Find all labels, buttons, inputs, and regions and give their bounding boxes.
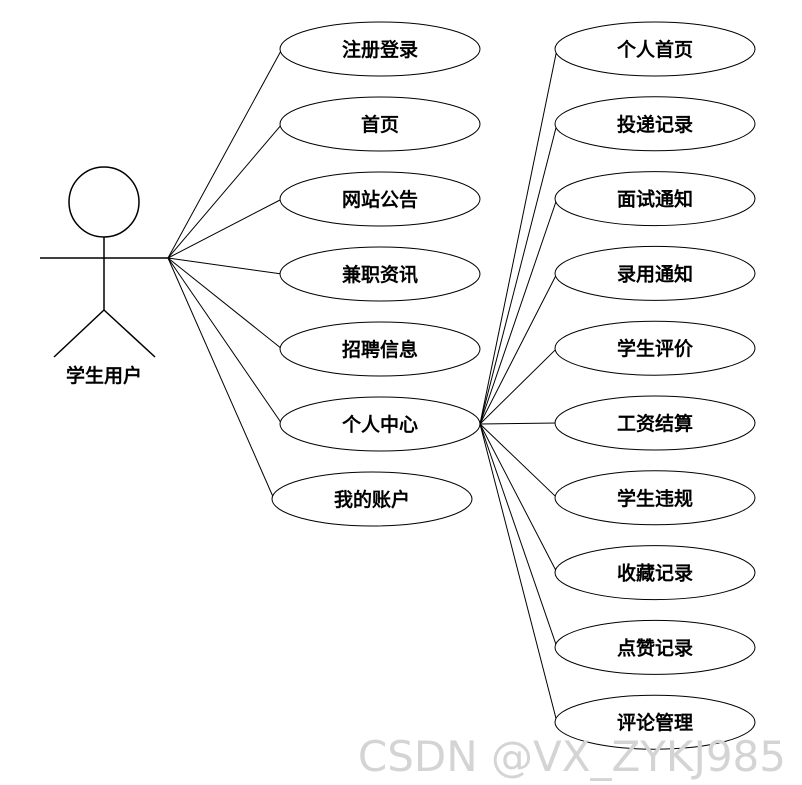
line-center-to-sub-use-case-8 (479, 423, 558, 573)
use-case-1-label: 注册登录 (342, 38, 418, 61)
line-center-to-sub-use-case-1 (479, 48, 558, 425)
use-case-5-ellipse (279, 321, 481, 377)
line-center-to-sub-use-case-10 (479, 423, 558, 723)
sub-use-case-5: 学生评价 (554, 320, 756, 376)
sub-use-case-4-label: 录用通知 (617, 262, 693, 285)
actor-head (68, 166, 140, 238)
line-actor-to-use-case-3 (167, 198, 283, 259)
line-actor-to-use-case-4 (167, 257, 283, 275)
use-case-1-ellipse (279, 21, 481, 77)
use-case-5: 招聘信息 (279, 321, 481, 377)
sub-use-case-7-ellipse (554, 470, 756, 526)
line-center-to-sub-use-case-3 (479, 198, 558, 425)
use-case-4-label: 兼职资讯 (342, 263, 418, 286)
use-case-2: 首页 (279, 96, 481, 152)
association-lines (167, 48, 558, 723)
sub-use-case-2-ellipse (554, 96, 756, 152)
line-center-to-sub-use-case-6 (479, 422, 558, 425)
sub-use-case-7-label: 学生违规 (617, 487, 693, 510)
sub-use-case-10-label: 评论管理 (617, 711, 693, 734)
sub-use-case-6-ellipse (554, 395, 756, 451)
line-center-to-sub-use-case-4 (479, 273, 558, 425)
sub-use-case-4: 录用通知 (554, 245, 756, 301)
sub-use-case-6-label: 工资结算 (617, 412, 693, 435)
sub-use-case-3: 面试通知 (554, 171, 756, 227)
sub-use-case-3-ellipse (554, 171, 756, 227)
use-case-6: 个人中心 (279, 396, 481, 452)
line-actor-to-use-case-7 (167, 257, 275, 500)
line-actor-to-use-case-1 (167, 48, 283, 259)
use-case-3: 网站公告 (279, 171, 481, 227)
sub-use-case-5-ellipse (554, 320, 756, 376)
actor-student-user (40, 166, 168, 358)
sub-use-case-4-ellipse (554, 245, 756, 301)
sub-use-case-8-label: 收藏记录 (617, 562, 693, 585)
use-case-4-ellipse (279, 246, 481, 302)
sub-use-case-9-label: 点赞记录 (617, 637, 693, 659)
sub-use-case-10: 评论管理 (554, 694, 756, 750)
use-case-3-ellipse (279, 171, 481, 227)
sub-use-case-6: 工资结算 (554, 395, 756, 451)
sub-use-case-9: 点赞记录 (554, 619, 756, 675)
use-case-2-label: 首页 (361, 113, 399, 136)
sub-use-case-7: 学生违规 (554, 470, 756, 526)
use-case-4: 兼职资讯 (279, 246, 481, 302)
line-center-to-sub-use-case-7 (479, 423, 558, 499)
use-case-7: 我的账户 (271, 471, 473, 527)
use-case-5-label: 招聘信息 (342, 338, 418, 361)
sub-use-case-8-ellipse (554, 545, 756, 601)
sub-use-case-8: 收藏记录 (554, 545, 756, 601)
line-center-to-sub-use-case-2 (479, 123, 558, 425)
actor-right-leg (103, 309, 156, 358)
use-case-1: 注册登录 (279, 21, 481, 77)
use-case-3-label: 网站公告 (342, 188, 418, 211)
line-center-to-sub-use-case-9 (479, 423, 558, 648)
line-actor-to-use-case-6 (167, 257, 283, 425)
use-case-6-label: 个人中心 (341, 413, 418, 436)
sub-use-case-1-ellipse (554, 21, 756, 77)
actor-label: 学生用户 (66, 364, 142, 387)
sub-use-case-10-ellipse (554, 694, 756, 750)
line-actor-to-use-case-2 (167, 123, 283, 259)
sub-use-case-2: 投递记录 (554, 96, 756, 152)
sub-use-case-1-label: 个人首页 (616, 38, 693, 61)
sub-use-case-3-label: 面试通知 (617, 188, 693, 211)
sub-use-case-9-ellipse (554, 619, 756, 675)
use-case-7-ellipse (271, 471, 473, 527)
sub-use-case-1: 个人首页 (554, 21, 756, 77)
use-case-2-ellipse (279, 96, 481, 152)
use-case-7-label: 我的账户 (334, 488, 410, 511)
sub-use-case-5-label: 学生评价 (617, 337, 694, 360)
watermark: CSDN @VX_ZYKJ985 (358, 732, 786, 781)
actor-left-leg (53, 309, 105, 358)
line-center-to-sub-use-case-5 (479, 347, 558, 425)
use-case-6-ellipse (279, 396, 481, 452)
line-actor-to-use-case-5 (167, 257, 283, 350)
sub-use-case-2-label: 投递记录 (617, 113, 693, 136)
